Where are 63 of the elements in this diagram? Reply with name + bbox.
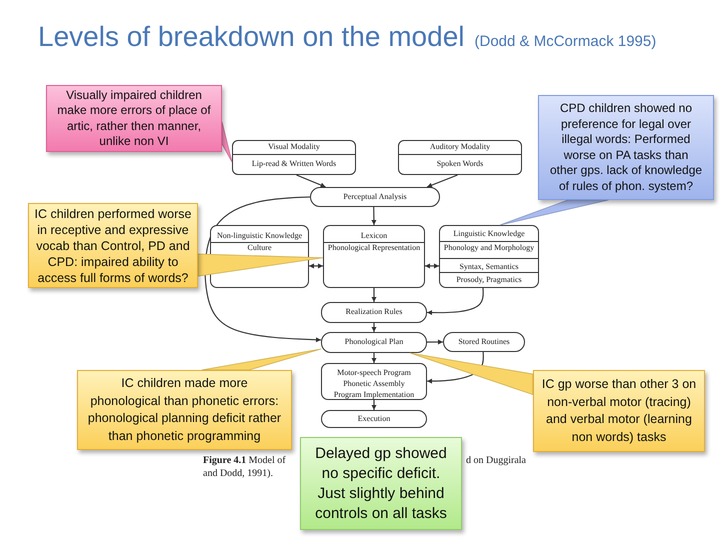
box-label: Stored Routines xyxy=(458,338,510,346)
callout-text: Delayed gp showed no specific deficit. Just slightly behind controls on all tasks xyxy=(314,444,448,524)
callout-pointer xyxy=(410,352,534,396)
figure-caption: d on Duggirala xyxy=(466,455,526,467)
process-box xyxy=(321,302,427,323)
box-label: Phonetic Assembly xyxy=(343,380,405,388)
callout-pointer xyxy=(500,200,609,226)
box-label: Auditory Modality xyxy=(430,143,490,151)
callout-pointer xyxy=(201,348,322,370)
callout-pointer xyxy=(198,254,324,277)
arrow xyxy=(296,174,326,188)
process-box xyxy=(443,332,525,352)
callout-box xyxy=(46,85,222,152)
process-box xyxy=(321,410,427,428)
arrow xyxy=(427,288,484,316)
double-arrow xyxy=(425,263,439,268)
arrow xyxy=(372,353,376,363)
box-label: Phonological Plan xyxy=(344,338,404,346)
process-box xyxy=(232,140,356,175)
callout-box xyxy=(300,437,462,530)
box-label: Program Implementation xyxy=(334,390,414,398)
callout-text: Visually impaired children make more errors of place of artic, rather then manner, unlike non VI xyxy=(56,88,212,150)
box-label: Prosody, Pragmatics xyxy=(456,276,522,284)
figure-caption: Figure 4.1 Model of xyxy=(203,455,286,467)
arrow xyxy=(372,288,376,302)
process-box xyxy=(321,363,427,400)
box-label: Execution xyxy=(358,414,390,423)
callout-text: IC gp worse than other 3 on non-verbal motor (tracing) and verbal motor (learning non words) tasks xyxy=(540,376,698,446)
box-label: Lip-read & Written Words xyxy=(252,160,336,168)
arrow xyxy=(427,340,443,345)
box-label: Phonological Representation xyxy=(328,244,420,252)
callout-box xyxy=(77,370,292,450)
process-box xyxy=(310,187,440,207)
callout-text: IC children performed worse in receptive and expressive vocab than Control, PD and CPD: impaired ability to access full forms of words? xyxy=(33,206,192,286)
callout-text: CPD children showed no preference for legal over illegal words: Performed worse on PA tasks than other gps. lack of knowledge of rules of phon. system? xyxy=(548,101,704,194)
box-label: Culture xyxy=(248,244,272,252)
callout-box xyxy=(538,95,714,200)
box-label: Spoken Words xyxy=(436,160,484,168)
box-label: Phonology and Morphology xyxy=(444,244,534,252)
arrow xyxy=(371,207,376,225)
callout-box xyxy=(533,370,705,452)
box-label: Non-linguistic Knowledge xyxy=(216,232,302,240)
box-label: Syntax, Semantics xyxy=(459,263,519,271)
box-label: Perceptual Analysis xyxy=(343,192,407,201)
callout-pointer xyxy=(222,121,232,162)
slide-title: Levels of breakdown on the model xyxy=(38,22,464,53)
box-label: Lexicon xyxy=(360,232,388,240)
figure-caption: and Dodd, 1991). xyxy=(203,468,273,480)
arrow xyxy=(426,174,458,188)
process-box xyxy=(398,140,522,175)
box-label: Realization Rules xyxy=(346,308,402,316)
box-label: Motor-speech Program xyxy=(337,368,411,376)
box-label: Visual Modality xyxy=(268,143,320,151)
citation-text: (Dodd & McCormack 1995) xyxy=(474,33,656,50)
process-box xyxy=(439,225,539,288)
callout-text: IC children made more phonological than phonetic errors: phonological planning deficit rather than phonetic programming xyxy=(86,375,282,445)
double-arrow xyxy=(309,263,323,268)
process-box xyxy=(321,332,427,353)
arrow xyxy=(372,400,376,410)
arrow xyxy=(372,323,376,332)
process-box xyxy=(323,225,425,288)
arrow xyxy=(204,196,322,342)
box-label: Linguistic Knowledge xyxy=(453,230,525,238)
